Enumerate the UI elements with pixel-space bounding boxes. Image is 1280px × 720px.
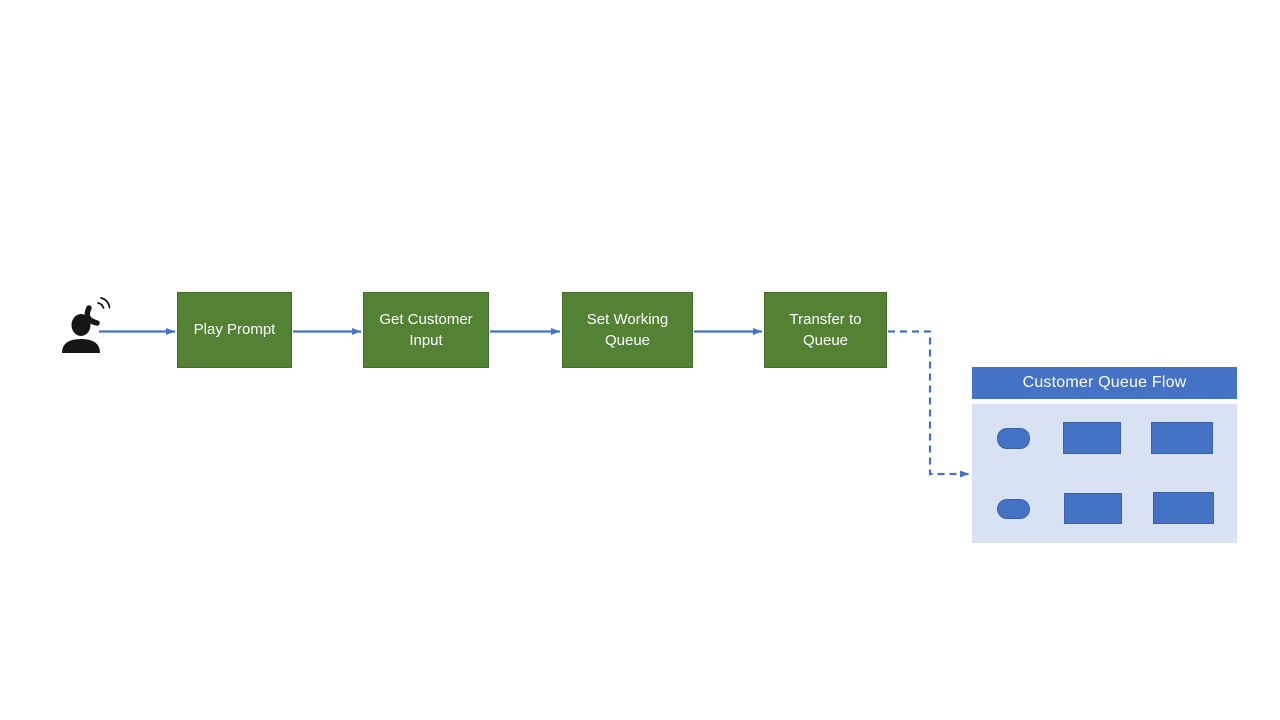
person-head [71, 314, 91, 336]
queue-node-start [997, 428, 1030, 449]
flow-step-transfer-to-queue: Transfer to Queue [764, 292, 887, 368]
flow-step-set-working-queue: Set Working Queue [562, 292, 693, 368]
queue-panel-title: Customer Queue Flow [1022, 374, 1187, 391]
queue-node-process-4 [1064, 493, 1122, 524]
queue-node-process-2 [1151, 422, 1213, 454]
queue-panel-header: Customer Queue Flow [972, 367, 1237, 399]
caller-person-phone-icon [62, 297, 111, 353]
phone-wave-large [100, 297, 111, 309]
queue-node-end [997, 499, 1030, 519]
flow-step-label: Set Working Queue [586, 310, 669, 349]
queue-node-process-3 [1153, 492, 1214, 524]
flow-step-label: Transfer to Queue [789, 310, 862, 349]
flow-step-label: Play Prompt [193, 321, 276, 339]
phone-wave-small [97, 302, 105, 309]
dashed-arrow-transfer-to-customer-queue-flow [888, 330, 969, 478]
flow-step-get-customer-input: Get Customer Input [363, 292, 489, 368]
queue-node-process-1 [1063, 422, 1121, 454]
flow-step-label: Get Customer Input [379, 310, 473, 349]
flow-step-play-prompt: Play Prompt [177, 292, 292, 368]
phone-handset [84, 305, 100, 326]
person-shoulders [62, 339, 100, 353]
